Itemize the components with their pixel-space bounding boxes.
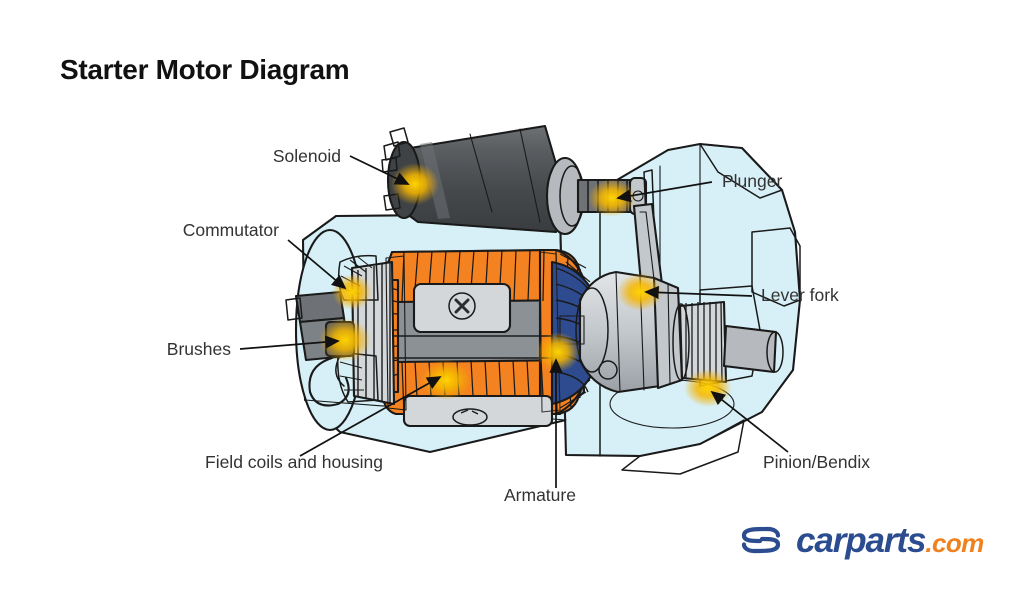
brand-name: carparts [796,520,926,560]
callout-label-pinion: Pinion/Bendix [763,452,870,472]
leader-solenoid [349,155,410,185]
leader-pinion [710,390,789,453]
callout-label-field-coils: Field coils and housing [205,452,383,472]
leader-field-coils [299,376,442,457]
page-title: Starter Motor Diagram [60,54,350,85]
leader-commutator [287,239,347,290]
callout-label-armature: Armature [504,485,576,505]
callout-leaders [239,155,789,488]
carparts-chainlink-icon [741,526,781,554]
callout-label-solenoid: Solenoid [273,146,341,166]
leader-plunger [616,181,713,203]
brand-wordmark: carparts.com [796,523,984,558]
callout-label-brushes: Brushes [167,339,231,359]
carparts-logo[interactable]: carparts.com [738,516,984,564]
pinion-bendix-assembly [559,270,784,394]
callout-label-plunger: Plunger [722,171,782,191]
callout-labels: Solenoid Commutator Brushes Field coils … [167,146,870,505]
callout-label-lever-fork: Lever fork [761,285,839,305]
brand-tld: .com [925,527,984,558]
leader-lever-fork [644,285,753,300]
callout-label-commutator: Commutator [183,220,279,240]
leader-brushes [239,335,340,350]
